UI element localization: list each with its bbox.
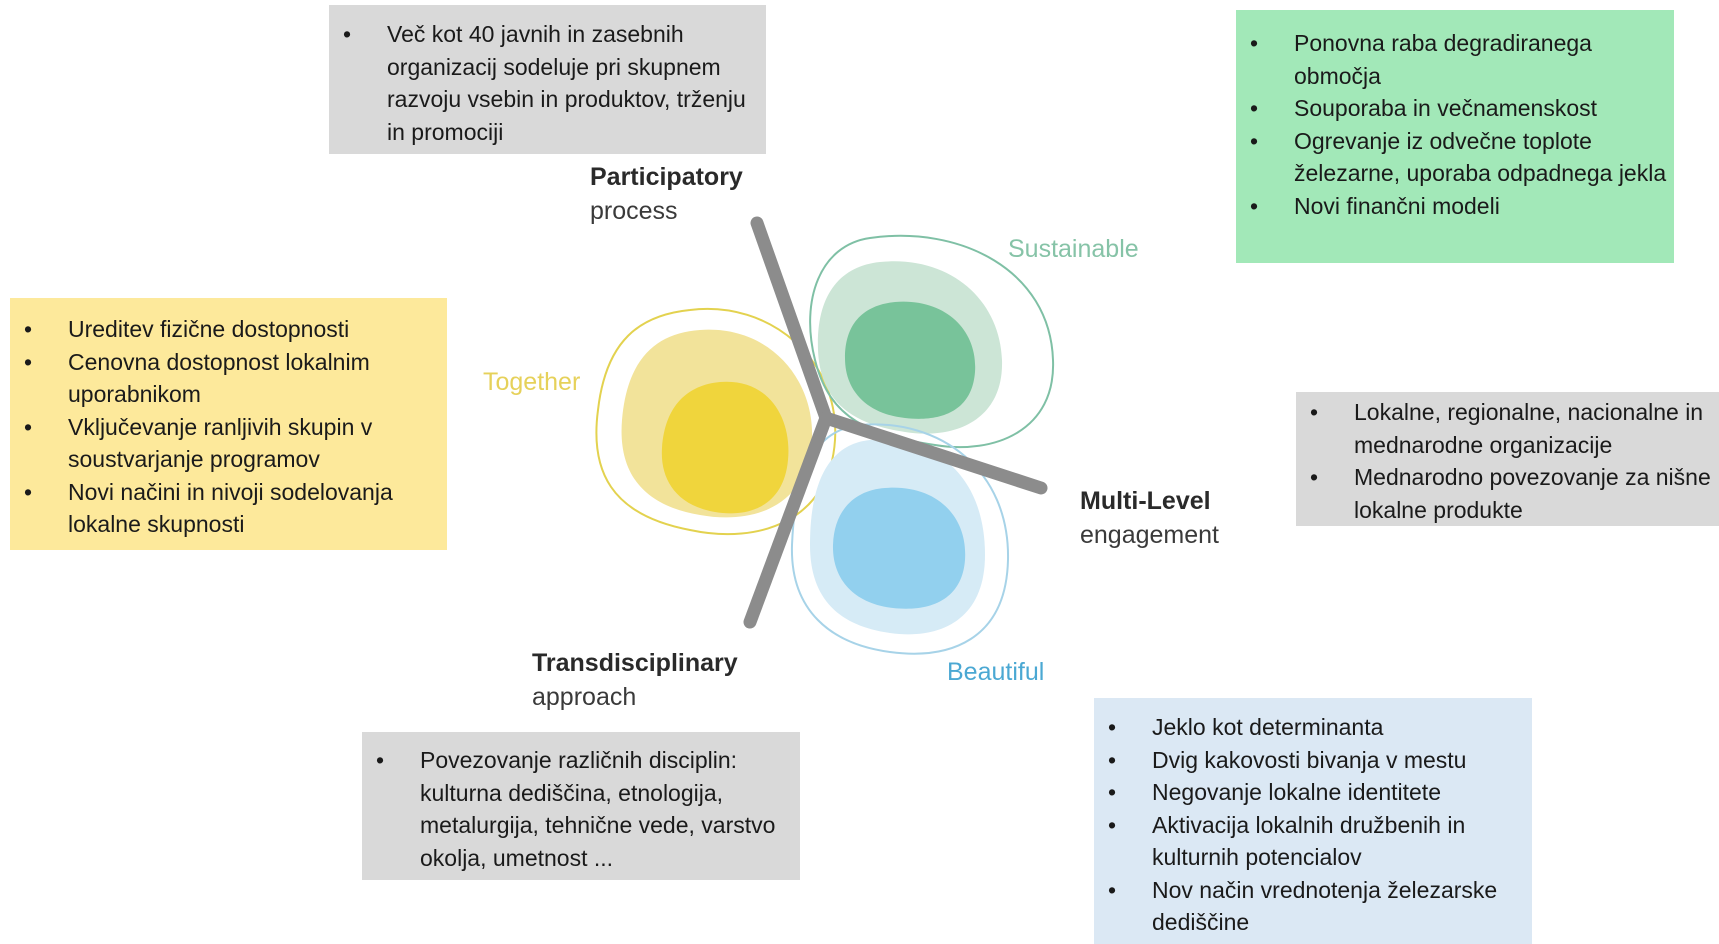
transdisciplinary-list: Povezovanje različnih disciplin: kulturn…: [362, 744, 800, 874]
list-item: Nov način vrednotenja železarske dedišči…: [1094, 874, 1532, 939]
together-box: Ureditev fizične dostopnosti Cenovna dos…: [10, 298, 447, 550]
list-item: Souporaba in večnamenskost: [1236, 92, 1674, 125]
beautiful-inner-blob: [832, 487, 966, 609]
list-item: Aktivacija lokalnih družbenih in kulturn…: [1094, 809, 1532, 874]
list-item: Jeklo kot determinanta: [1094, 711, 1532, 744]
participatory-list: Več kot 40 javnih in zasebnih organizaci…: [329, 18, 766, 148]
list-item: Dvig kakovosti bivanja v mestu: [1094, 744, 1532, 777]
category-beautiful: Beautiful: [947, 658, 1045, 686]
list-item: Ureditev fizične dostopnosti: [10, 313, 447, 346]
axis-label-transdisciplinary: Transdisciplinary approach: [532, 646, 738, 714]
together-outline: [595, 307, 837, 536]
list-item: Povezovanje različnih disciplin: kulturn…: [362, 744, 800, 874]
category-together: Together: [483, 368, 581, 396]
axis-label-multilevel: Multi-Level engagement: [1080, 484, 1219, 552]
list-item: Ponovna raba degradiranega območja: [1236, 27, 1674, 92]
transdisciplinary-box: Povezovanje različnih disciplin: kulturn…: [362, 732, 800, 880]
list-item: Lokalne, regionalne, nacionalne in medna…: [1296, 396, 1719, 461]
multilevel-box: Lokalne, regionalne, nacionalne in medna…: [1296, 392, 1719, 526]
beautiful-list: Jeklo kot determinanta Dvig kakovosti bi…: [1094, 711, 1532, 939]
list-item: Negovanje lokalne identitete: [1094, 776, 1532, 809]
together-inner-blob: [661, 381, 789, 514]
list-item: Ogrevanje iz odvečne toplote železarne, …: [1236, 125, 1674, 190]
list-item: Mednarodno povezovanje za nišne lokalne …: [1296, 461, 1719, 526]
sustainable-inner-blob: [845, 301, 976, 419]
list-item: Novi načini in nivoji sodelovanja lokaln…: [10, 476, 447, 541]
axis-label-participatory: Participatory process: [590, 160, 743, 228]
axis-dividers: [743, 216, 1048, 629]
list-item: Novi finančni modeli: [1236, 190, 1674, 223]
sustainable-box: Ponovna raba degradiranega območja Soupo…: [1236, 10, 1674, 263]
axis-label-multilevel-bold: Multi-Level: [1080, 487, 1211, 515]
sustainable-outline: [809, 234, 1055, 449]
axis-label-transdisciplinary-normal: approach: [532, 683, 637, 711]
participatory-box: Več kot 40 javnih in zasebnih organizaci…: [329, 5, 766, 154]
beautiful-box: Jeklo kot determinanta Dvig kakovosti bi…: [1094, 698, 1532, 944]
axis-label-participatory-normal: process: [590, 197, 678, 225]
sustainable-list: Ponovna raba degradiranega območja Soupo…: [1236, 27, 1674, 222]
axis-label-transdisciplinary-bold: Transdisciplinary: [532, 649, 738, 677]
multilevel-list: Lokalne, regionalne, nacionalne in medna…: [1296, 396, 1719, 526]
list-item: Več kot 40 javnih in zasebnih organizaci…: [329, 18, 766, 148]
list-item: Vključevanje ranljivih skupin v soustvar…: [10, 411, 447, 476]
axis-label-multilevel-normal: engagement: [1080, 521, 1220, 549]
axis-label-participatory-bold: Participatory: [590, 163, 743, 191]
list-item: Cenovna dostopnost lokalnim uporabnikom: [10, 346, 447, 411]
together-list: Ureditev fizične dostopnosti Cenovna dos…: [10, 313, 447, 541]
category-sustainable: Sustainable: [1008, 235, 1139, 263]
